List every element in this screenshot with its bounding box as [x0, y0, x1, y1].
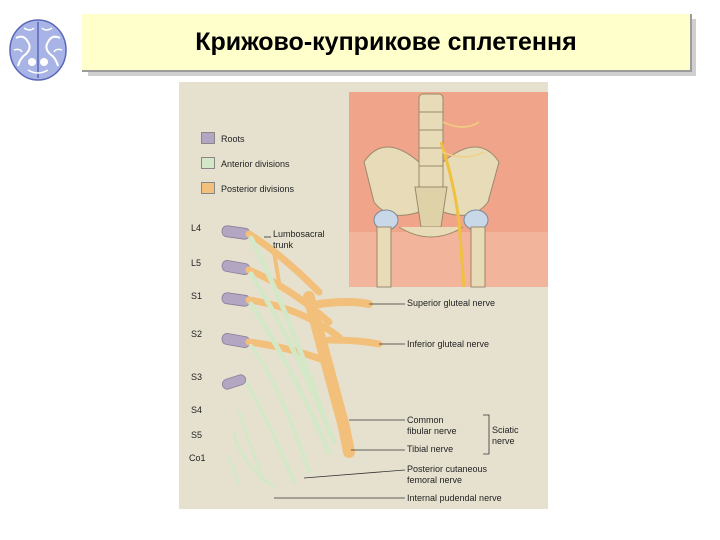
legend-swatch-roots	[201, 132, 215, 144]
label-sciatic-nerve: nerve	[492, 436, 515, 447]
label-inferior-gluteal: Inferior gluteal nerve	[407, 339, 489, 350]
label-common: Common	[407, 415, 444, 426]
roots	[221, 225, 251, 390]
legend-label-posterior: Posterior divisions	[221, 184, 294, 195]
brain-logo-icon	[6, 18, 70, 82]
label-superior-gluteal: Superior gluteal nerve	[407, 298, 495, 309]
legend-label-anterior: Anterior divisions	[221, 159, 290, 170]
label-posterior-cutaneous: Posterior cutaneous	[407, 464, 487, 475]
level-s4: S4	[191, 405, 202, 415]
level-l4: L4	[191, 223, 201, 233]
label-internal-pudendal: Internal pudendal nerve	[407, 493, 502, 504]
level-s2: S2	[191, 329, 202, 339]
level-s5: S5	[191, 430, 202, 440]
label-femoral-nerve: femoral nerve	[407, 475, 462, 486]
level-s3: S3	[191, 372, 202, 382]
label-sciatic: Sciatic	[492, 425, 519, 436]
pelvis-inset-image	[349, 92, 548, 287]
anterior-divisions	[229, 238, 334, 487]
label-lumbosacral: Lumbosacral	[273, 229, 325, 240]
label-lumbosacral-trunk: trunk	[273, 240, 293, 251]
sacral-plexus-figure: Roots Anterior divisions Posterior divis…	[179, 82, 548, 509]
label-fibular-nerve: fibular nerve	[407, 426, 457, 437]
legend-swatch-anterior	[201, 157, 215, 169]
label-tibial: Tibial nerve	[407, 444, 453, 455]
level-co1: Co1	[189, 453, 206, 463]
level-s1: S1	[191, 291, 202, 301]
title-bar: Крижово-куприкове сплетення	[82, 14, 692, 72]
legend-swatch-posterior	[201, 182, 215, 194]
slide-title: Крижово-куприкове сплетення	[195, 28, 576, 57]
legend-label-roots: Roots	[221, 134, 245, 145]
level-l5: L5	[191, 258, 201, 268]
